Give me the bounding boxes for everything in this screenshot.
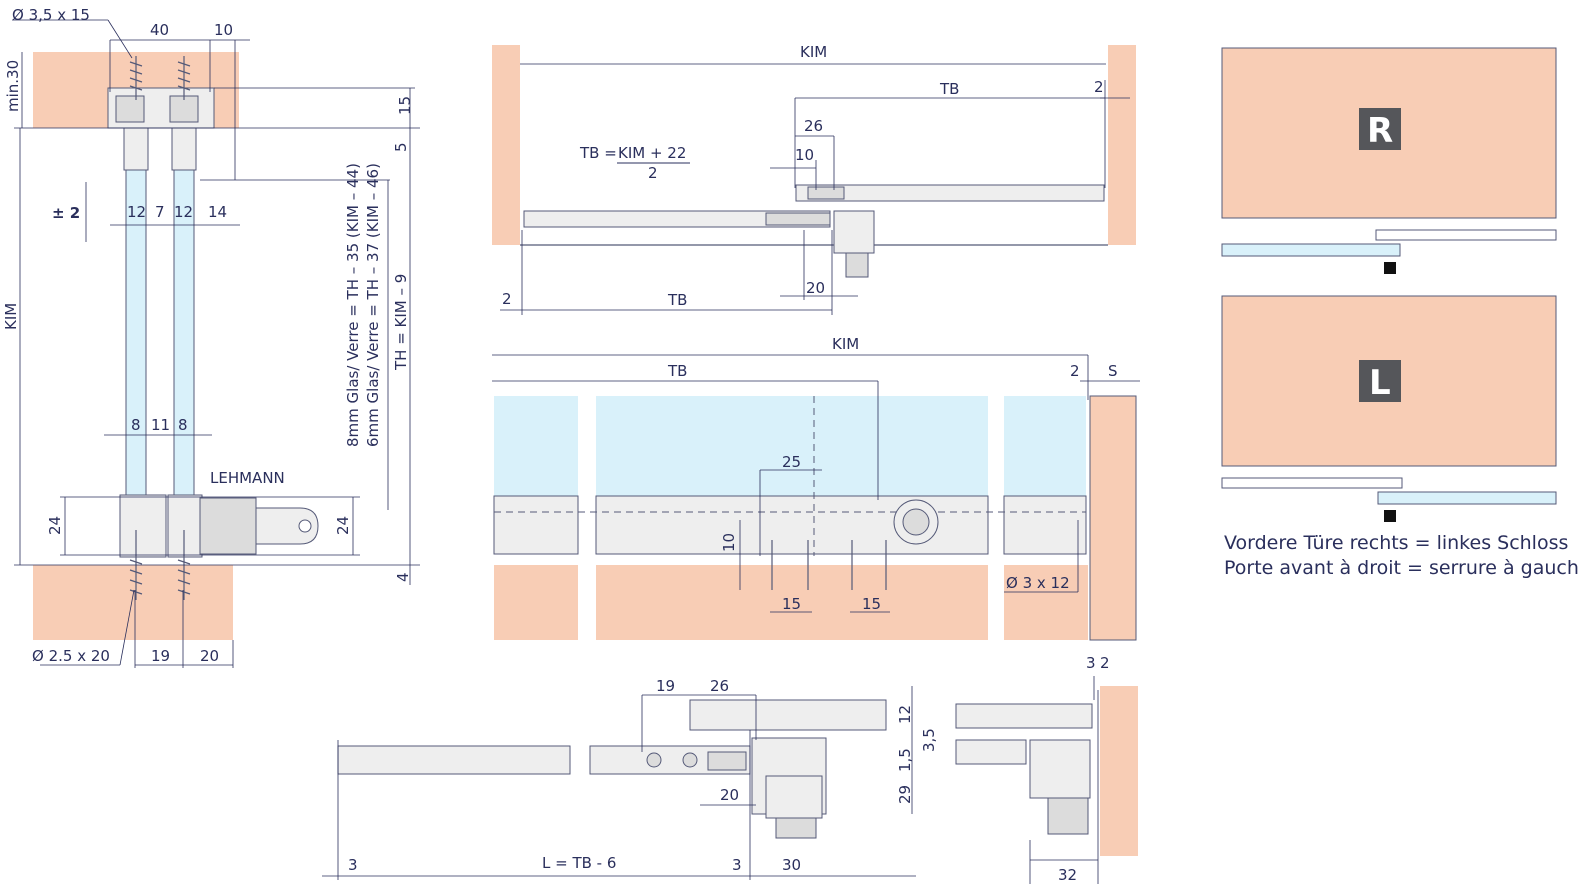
svg-text:15: 15: [862, 595, 881, 613]
svg-text:R: R: [1367, 111, 1393, 151]
svg-text:3: 3: [732, 856, 742, 874]
svg-text:2: 2: [1094, 78, 1104, 96]
svg-text:± 2: ± 2: [52, 204, 80, 222]
svg-text:TB =: TB =: [579, 144, 617, 162]
svg-text:24: 24: [46, 516, 64, 535]
front-elevation-view: KIM TB 2 S 25 10 15 15 Ø 3 x 12: [492, 335, 1140, 641]
bottom-detail-views: 19 26 12 3,5 1,5 29 20 3 L = TB - 6 3 30…: [322, 654, 1138, 884]
lock-body: [199, 497, 257, 555]
front-screw-icons: [771, 540, 887, 590]
side-wood-panel: [1089, 395, 1137, 641]
lock-marker-l: [1384, 510, 1396, 522]
svg-text:20: 20: [200, 647, 219, 665]
svg-text:8: 8: [131, 416, 141, 434]
svg-text:12: 12: [127, 203, 146, 221]
svg-text:10: 10: [214, 21, 233, 39]
svg-text:20: 20: [720, 786, 739, 804]
svg-text:3: 3: [1086, 654, 1096, 672]
svg-text:10: 10: [795, 146, 814, 164]
left-section-view: Ø 3,5 x 15 40 10 min.30 15 5 ± 2 12 7 12…: [2, 6, 420, 668]
svg-text:2: 2: [502, 290, 512, 308]
brand-label: LEHMANN: [210, 469, 285, 487]
svg-text:2: 2: [1100, 654, 1110, 672]
glass-8mm-formula: 8mm Glas/ Verre = TH – 35 (KIM – 44): [344, 163, 362, 447]
svg-text:14: 14: [208, 203, 227, 221]
svg-text:KIM: KIM: [800, 43, 827, 61]
door-orientation-diagrams: R L Vordere Türe rechts = linkes Schloss…: [1221, 47, 1579, 579]
badge-r: [1359, 108, 1401, 150]
svg-text:25: 25: [782, 453, 801, 471]
svg-text:TB: TB: [667, 362, 687, 380]
svg-text:12: 12: [896, 705, 914, 724]
svg-text:5: 5: [392, 142, 410, 152]
svg-text:3: 3: [348, 856, 358, 874]
lock-marker-r: [1384, 262, 1396, 274]
screw-bottom-label: Ø 2.5 x 20: [32, 647, 110, 665]
svg-text:KIM: KIM: [2, 303, 20, 330]
bottom-wood-panel: [33, 565, 233, 640]
th-formula: TH = KIM – 9: [392, 274, 410, 371]
svg-text:1,5: 1,5: [896, 748, 914, 772]
glass-6mm-formula: 6mm Glas/ Verre = TH – 37 (KIM – 46): [364, 163, 382, 447]
svg-text:2: 2: [648, 164, 658, 182]
svg-text:KIM: KIM: [832, 335, 859, 353]
caption-french: Porte avant à droit = serrure à gauche: [1224, 557, 1579, 579]
svg-text:min.30: min.30: [4, 60, 22, 112]
svg-text:L: L: [1369, 363, 1391, 403]
top-screw-icons: [129, 56, 191, 100]
svg-text:20: 20: [806, 279, 825, 297]
svg-text:11: 11: [151, 416, 170, 434]
top-plan-view: KIM TB 2 26 10 TB = KIM + 22 2 20 2 TB: [492, 43, 1136, 315]
lock-housing: [833, 210, 875, 254]
caption-german: Vordere Türe rechts = linkes Schloss: [1224, 532, 1568, 554]
svg-text:TB: TB: [939, 80, 959, 98]
svg-text:19: 19: [151, 647, 170, 665]
svg-text:24: 24: [334, 516, 352, 535]
svg-text:40: 40: [150, 21, 169, 39]
svg-text:4: 4: [394, 572, 412, 582]
rail-length-formula: L = TB - 6: [542, 854, 616, 872]
svg-text:19: 19: [656, 677, 675, 695]
svg-text:10: 10: [720, 533, 738, 552]
svg-text:7: 7: [155, 203, 165, 221]
svg-text:2: 2: [1070, 362, 1080, 380]
svg-text:32: 32: [1058, 866, 1077, 884]
svg-text:29: 29: [896, 785, 914, 804]
svg-text:TB: TB: [667, 291, 687, 309]
rail-long: [337, 745, 571, 775]
svg-text:8: 8: [178, 416, 188, 434]
screw-top-label: Ø 3,5 x 15: [12, 6, 90, 24]
svg-text:26: 26: [710, 677, 729, 695]
svg-text:S: S: [1108, 362, 1118, 380]
upper-rail: [795, 184, 1105, 202]
svg-text:15: 15: [782, 595, 801, 613]
svg-text:26: 26: [804, 117, 823, 135]
svg-text:12: 12: [174, 203, 193, 221]
svg-text:30: 30: [782, 856, 801, 874]
key-icon: [255, 507, 319, 545]
svg-text:3,5: 3,5: [920, 728, 938, 752]
front-screw-label: Ø 3 x 12: [1006, 574, 1070, 592]
svg-text:KIM + 22: KIM + 22: [618, 144, 686, 162]
svg-text:15: 15: [396, 96, 414, 115]
badge-l: [1359, 360, 1401, 402]
